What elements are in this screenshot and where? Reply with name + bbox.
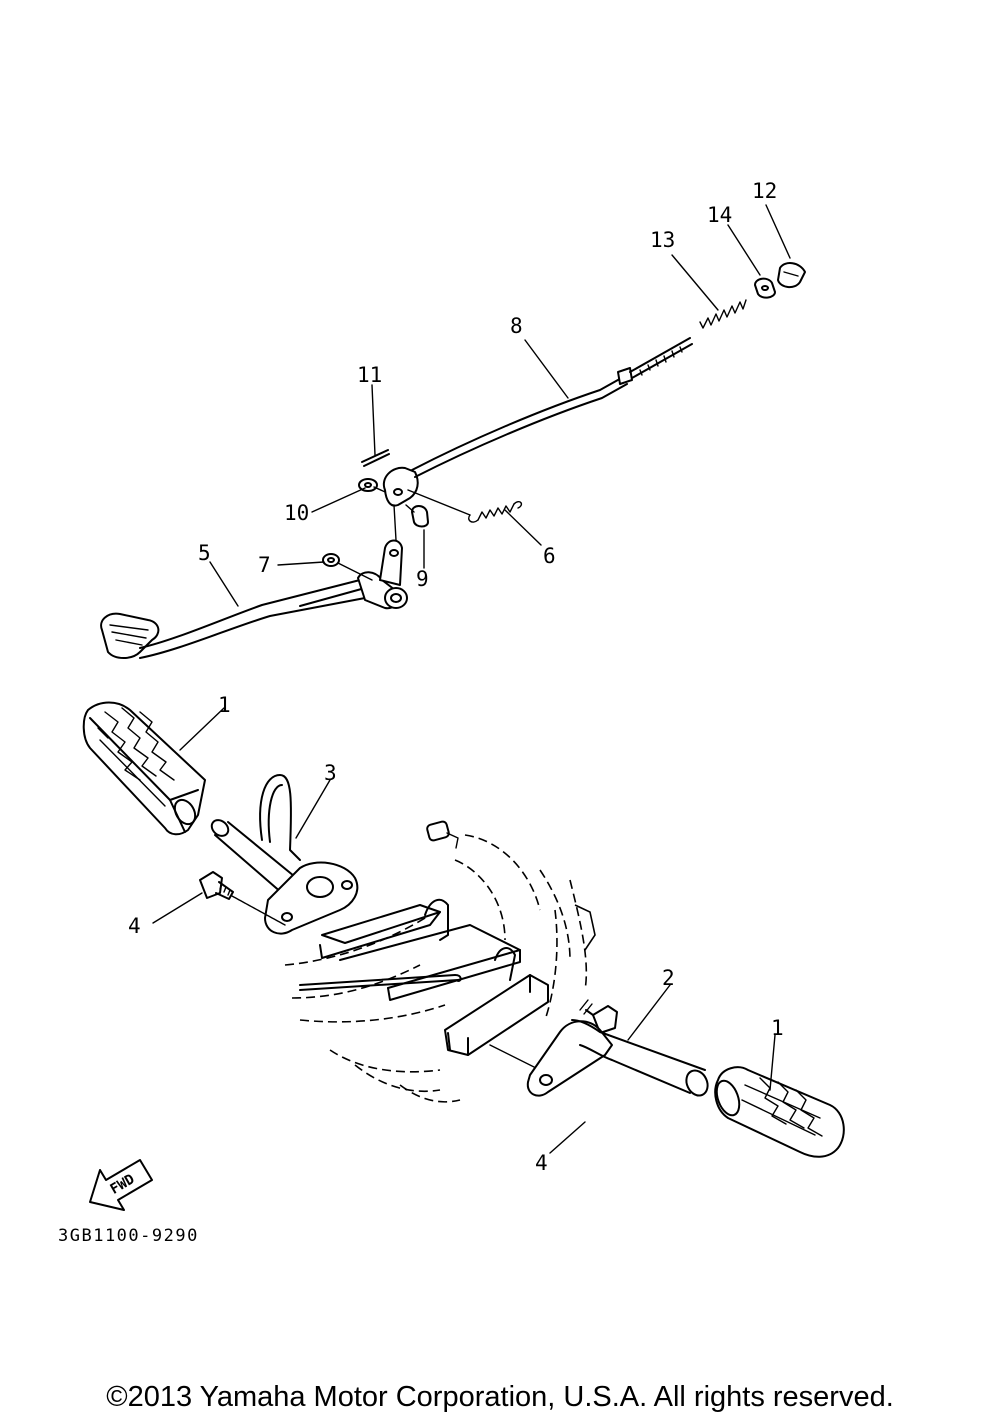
leader-lines [152, 204, 791, 1154]
diagram-code: 3GB1100-9290 [58, 1226, 199, 1246]
adjusting-nut [777, 262, 806, 288]
callout-5: 5 [198, 541, 211, 565]
callout-1-left: 1 [218, 693, 231, 717]
callout-2: 2 [662, 966, 675, 990]
callout-11: 11 [357, 363, 382, 387]
washer [322, 553, 373, 581]
callout-1-right: 1 [771, 1016, 784, 1040]
callout-4-lower: 4 [535, 1151, 548, 1175]
callout-14: 14 [707, 203, 732, 227]
rod-spring [699, 299, 747, 329]
callout-12: 12 [752, 179, 777, 203]
return-spring [407, 489, 523, 523]
callout-10: 10 [284, 501, 309, 525]
left-footrest-rubber [82, 701, 206, 836]
left-footrest-bracket [210, 774, 359, 935]
callout-8: 8 [510, 314, 523, 338]
brake-pedal [100, 539, 408, 659]
cable-joint [382, 466, 419, 541]
cotter-pin [361, 449, 390, 467]
adjust-joint [754, 277, 776, 299]
callout-4-upper: 4 [128, 914, 141, 938]
forward-arrow-icon: FWD [89, 1159, 153, 1211]
callout-3: 3 [324, 761, 337, 785]
callout-13: 13 [650, 228, 675, 252]
bolt-upper [199, 871, 286, 926]
right-footrest-bracket [526, 1019, 709, 1097]
frame-outline [284, 820, 596, 1103]
callout-7: 7 [258, 553, 271, 577]
clevis-pin [405, 504, 429, 528]
callout-6: 6 [543, 544, 556, 568]
brake-rod [411, 337, 693, 478]
copyright-notice: ©2013 Yamaha Motor Corporation, U.S.A. A… [106, 1381, 894, 1413]
callout-9: 9 [416, 567, 429, 591]
right-footrest-rubber [714, 1066, 845, 1158]
callout-numbers: 12 14 13 8 11 10 6 9 7 5 1 3 4 2 1 4 [128, 179, 784, 1175]
